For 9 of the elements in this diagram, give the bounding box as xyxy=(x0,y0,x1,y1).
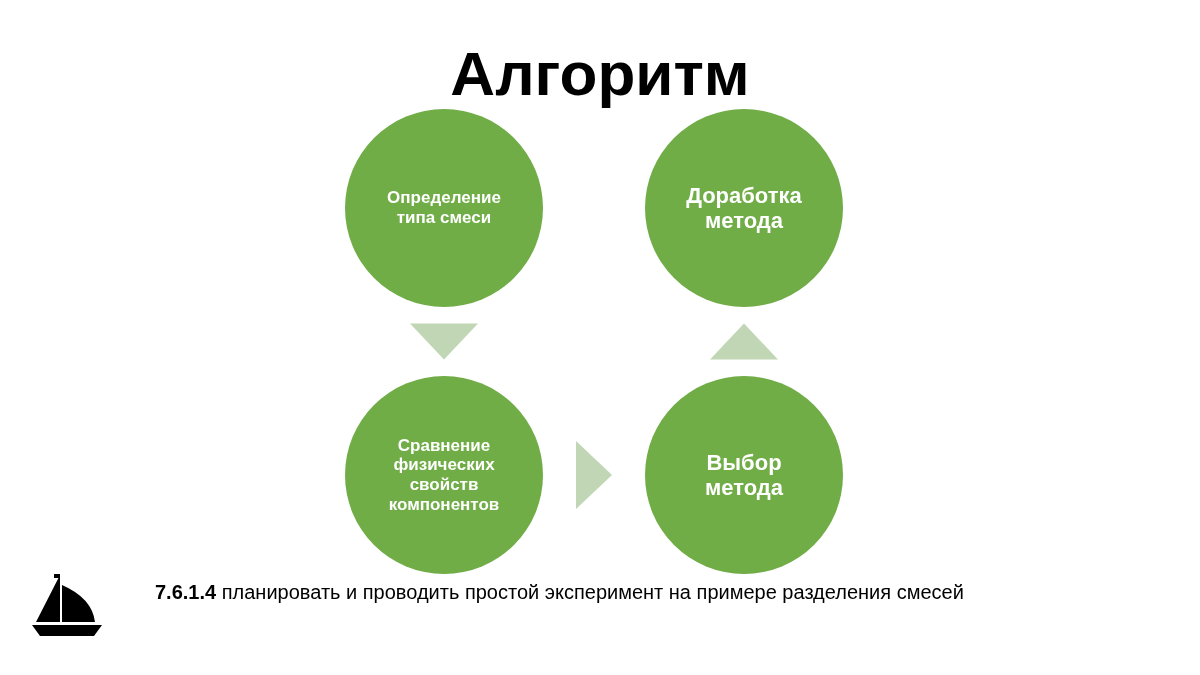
step-text: Сравнение физических свойств компонентов xyxy=(387,435,501,515)
objective-note: 7.6.1.4 планировать и проводить простой эксперимент на примере разделения смесей xyxy=(155,581,964,604)
step-text: Выбор метода xyxy=(703,449,785,501)
chevron-arrow xyxy=(410,323,478,360)
chevron-arrow xyxy=(710,323,778,360)
title: Алгоритм xyxy=(449,40,751,109)
step-text: Доработка метода xyxy=(685,182,803,234)
step-text: Определение типа смеси xyxy=(386,188,502,228)
chevron-arrow xyxy=(576,441,612,509)
